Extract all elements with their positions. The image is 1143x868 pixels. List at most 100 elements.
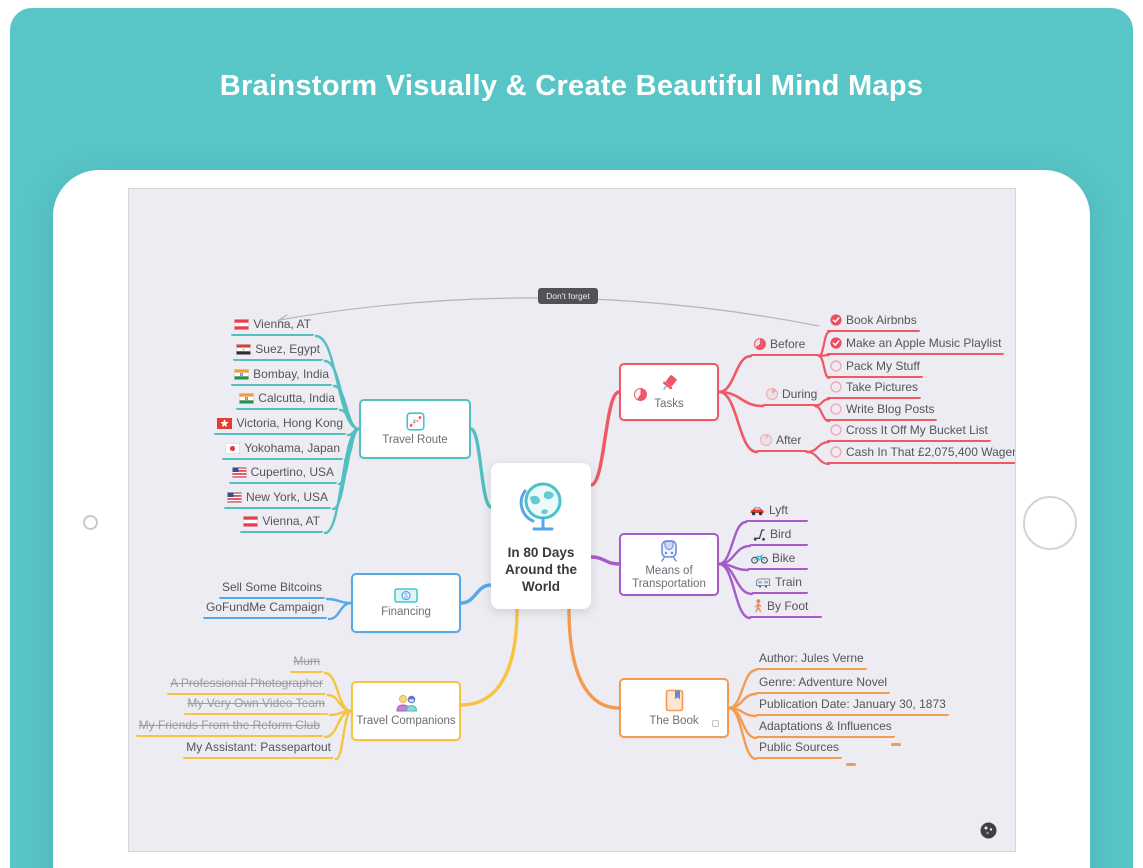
mindmap-leaf[interactable]: Vienna, AT — [231, 316, 314, 336]
node-label: The Book — [649, 714, 699, 727]
leaf-label: Cash In That £2,075,400 Wager — [846, 445, 1016, 459]
check-off-icon — [830, 424, 842, 436]
mindmap-leaf[interactable]: Book Airbnbs — [827, 312, 920, 332]
node-tasks[interactable]: Tasks — [619, 363, 719, 421]
people-icon — [394, 694, 419, 712]
mindmap-leaf[interactable]: Mum — [290, 653, 323, 673]
flag-india-icon — [239, 392, 255, 404]
mindmap-leaf[interactable]: My Friends From the Reform Club — [135, 717, 323, 737]
leaf-label: Genre: Adventure Novel — [759, 675, 888, 689]
flag-austria-icon — [243, 515, 259, 527]
flag-austria-icon — [234, 318, 250, 330]
mindmap-leaf[interactable]: New York, USA — [223, 489, 331, 509]
mindmap-leaf[interactable]: Author: Jules Verne — [756, 650, 867, 670]
check-on-icon — [830, 337, 842, 349]
mindmap-leaf[interactable]: Bike — [748, 550, 808, 570]
mindmap-leaf[interactable]: Calcutta, India — [236, 390, 338, 410]
flag-hongkong-icon — [217, 417, 233, 429]
leaf-label: My Friends From the Reform Club — [138, 718, 320, 732]
leaf-label: Write Blog Posts — [846, 402, 935, 416]
mindmap-leaf[interactable]: GoFundMe Campaign — [202, 599, 327, 619]
mindmap-leaf[interactable]: Train — [752, 574, 808, 594]
node-the-book[interactable]: The Book — [619, 678, 729, 738]
leaf-label: Suez, Egypt — [255, 342, 320, 356]
check-off-icon — [830, 381, 842, 393]
mindmap-leaf[interactable]: Cross It Off My Bucket List — [827, 422, 991, 442]
book-icon — [665, 689, 684, 712]
flag-usa-icon — [226, 491, 242, 503]
mindmap-leaf[interactable]: Bombay, India — [231, 366, 332, 386]
mindmap-leaf[interactable]: Public Sources — [756, 739, 843, 759]
mindmap-leaf[interactable]: Yokohama, Japan — [222, 440, 343, 460]
globe-icon — [512, 477, 570, 535]
node-travel-companions[interactable]: Travel Companions — [351, 681, 461, 741]
leaf-label: Bombay, India — [253, 367, 329, 381]
scooter-icon — [753, 528, 766, 541]
leaf-label: Make an Apple Music Playlist — [846, 336, 1002, 350]
flag-usa-icon — [231, 466, 247, 478]
mindmap-leaf[interactable]: By Foot — [750, 598, 822, 618]
bicycle-icon — [751, 553, 768, 564]
mindmap-leaf[interactable]: Genre: Adventure Novel — [756, 674, 891, 694]
mindmap-leaf[interactable]: Victoria, Hong Kong — [214, 415, 346, 435]
leaf-label: Adaptations & Influences — [759, 719, 892, 733]
leaf-label: Public Sources — [759, 740, 840, 754]
task-group[interactable]: After — [757, 432, 807, 452]
leaf-label: Pack My Stuff — [846, 359, 920, 373]
more-children-indicator — [846, 763, 856, 766]
leaf-label: By Foot — [767, 599, 809, 613]
mindmap-leaf[interactable]: Cupertino, USA — [228, 464, 337, 484]
mindmap-leaf[interactable]: Suez, Egypt — [233, 341, 323, 361]
mindmap-leaf[interactable]: My Assistant: Passepartout — [183, 739, 334, 759]
node-label: Travel Companions — [356, 715, 456, 727]
check-off-icon — [830, 360, 842, 372]
leaf-label: Vienna, AT — [253, 317, 311, 331]
mindmap-leaf[interactable]: Cash In That £2,075,400 Wager — [827, 444, 1016, 464]
node-financing[interactable]: $ Financing — [351, 573, 461, 633]
leaf-label: Victoria, Hong Kong — [236, 416, 343, 430]
mindmap-leaf[interactable]: Publication Date: January 30, 1873 — [756, 696, 949, 716]
leaf-label: Cross It Off My Bucket List — [846, 423, 988, 437]
node-central-topic[interactable]: In 80 Days Around the World — [491, 463, 591, 609]
check-on-icon — [830, 314, 842, 326]
mindmap-leaf[interactable]: Bird — [750, 526, 808, 546]
mindmap-leaf[interactable]: A Professional Photographer — [167, 675, 326, 695]
mindmap-leaf[interactable]: Pack My Stuff — [827, 358, 923, 378]
check-off-icon — [830, 446, 842, 458]
leaf-label: New York, USA — [245, 490, 328, 504]
tablet-home-button — [1023, 496, 1077, 550]
metro-icon — [657, 539, 681, 562]
mindmap-leaf[interactable]: Lyft — [746, 502, 808, 522]
progress-circle-icon — [634, 388, 647, 401]
task-group[interactable]: During — [763, 386, 821, 406]
mindmap-leaf[interactable]: My Very Own Video Team — [184, 695, 328, 715]
node-travel-route[interactable]: Travel Route — [359, 399, 471, 459]
pedestrian-icon — [753, 599, 763, 613]
mindmap-leaf[interactable]: Write Blog Posts — [827, 401, 938, 421]
task-group-label: During — [782, 387, 818, 401]
task-group-label: After — [776, 433, 802, 447]
mindmap-leaf[interactable]: Vienna, AT — [240, 513, 323, 533]
mindmap-leaf[interactable]: Take Pictures — [827, 379, 922, 399]
task-group-label: Before — [770, 337, 806, 351]
mindmap-leaf[interactable]: Adaptations & Influences — [756, 718, 895, 738]
hero-title: Brainstorm Visually & Create Beautiful M… — [219, 70, 924, 102]
more-children-indicator — [891, 743, 901, 746]
mindmap-leaf[interactable]: Make an Apple Music Playlist — [827, 335, 1005, 355]
central-topic-label: In 80 Days Around the World — [505, 545, 577, 594]
train-icon — [755, 577, 771, 588]
node-label: Tasks — [654, 398, 684, 410]
leaf-label: Vienna, AT — [262, 514, 320, 528]
flag-egypt-icon — [236, 343, 252, 355]
task-group[interactable]: Before — [751, 336, 819, 356]
mindmap-canvas[interactable]: Don't forget to... In 80 Days Around the… — [128, 188, 1016, 852]
route-map-icon — [405, 411, 425, 431]
node-transportation[interactable]: Means of Transportation — [619, 533, 719, 596]
svg-text:$: $ — [404, 593, 408, 600]
mindmap-leaf[interactable]: Sell Some Bitcoins — [218, 579, 325, 599]
flag-india-icon — [234, 368, 250, 380]
node-label: Financing — [381, 605, 431, 618]
leaf-label: My Very Own Video Team — [187, 696, 325, 710]
flag-japan-icon — [225, 442, 241, 454]
floating-comment[interactable]: Don't forget to... — [538, 288, 598, 317]
